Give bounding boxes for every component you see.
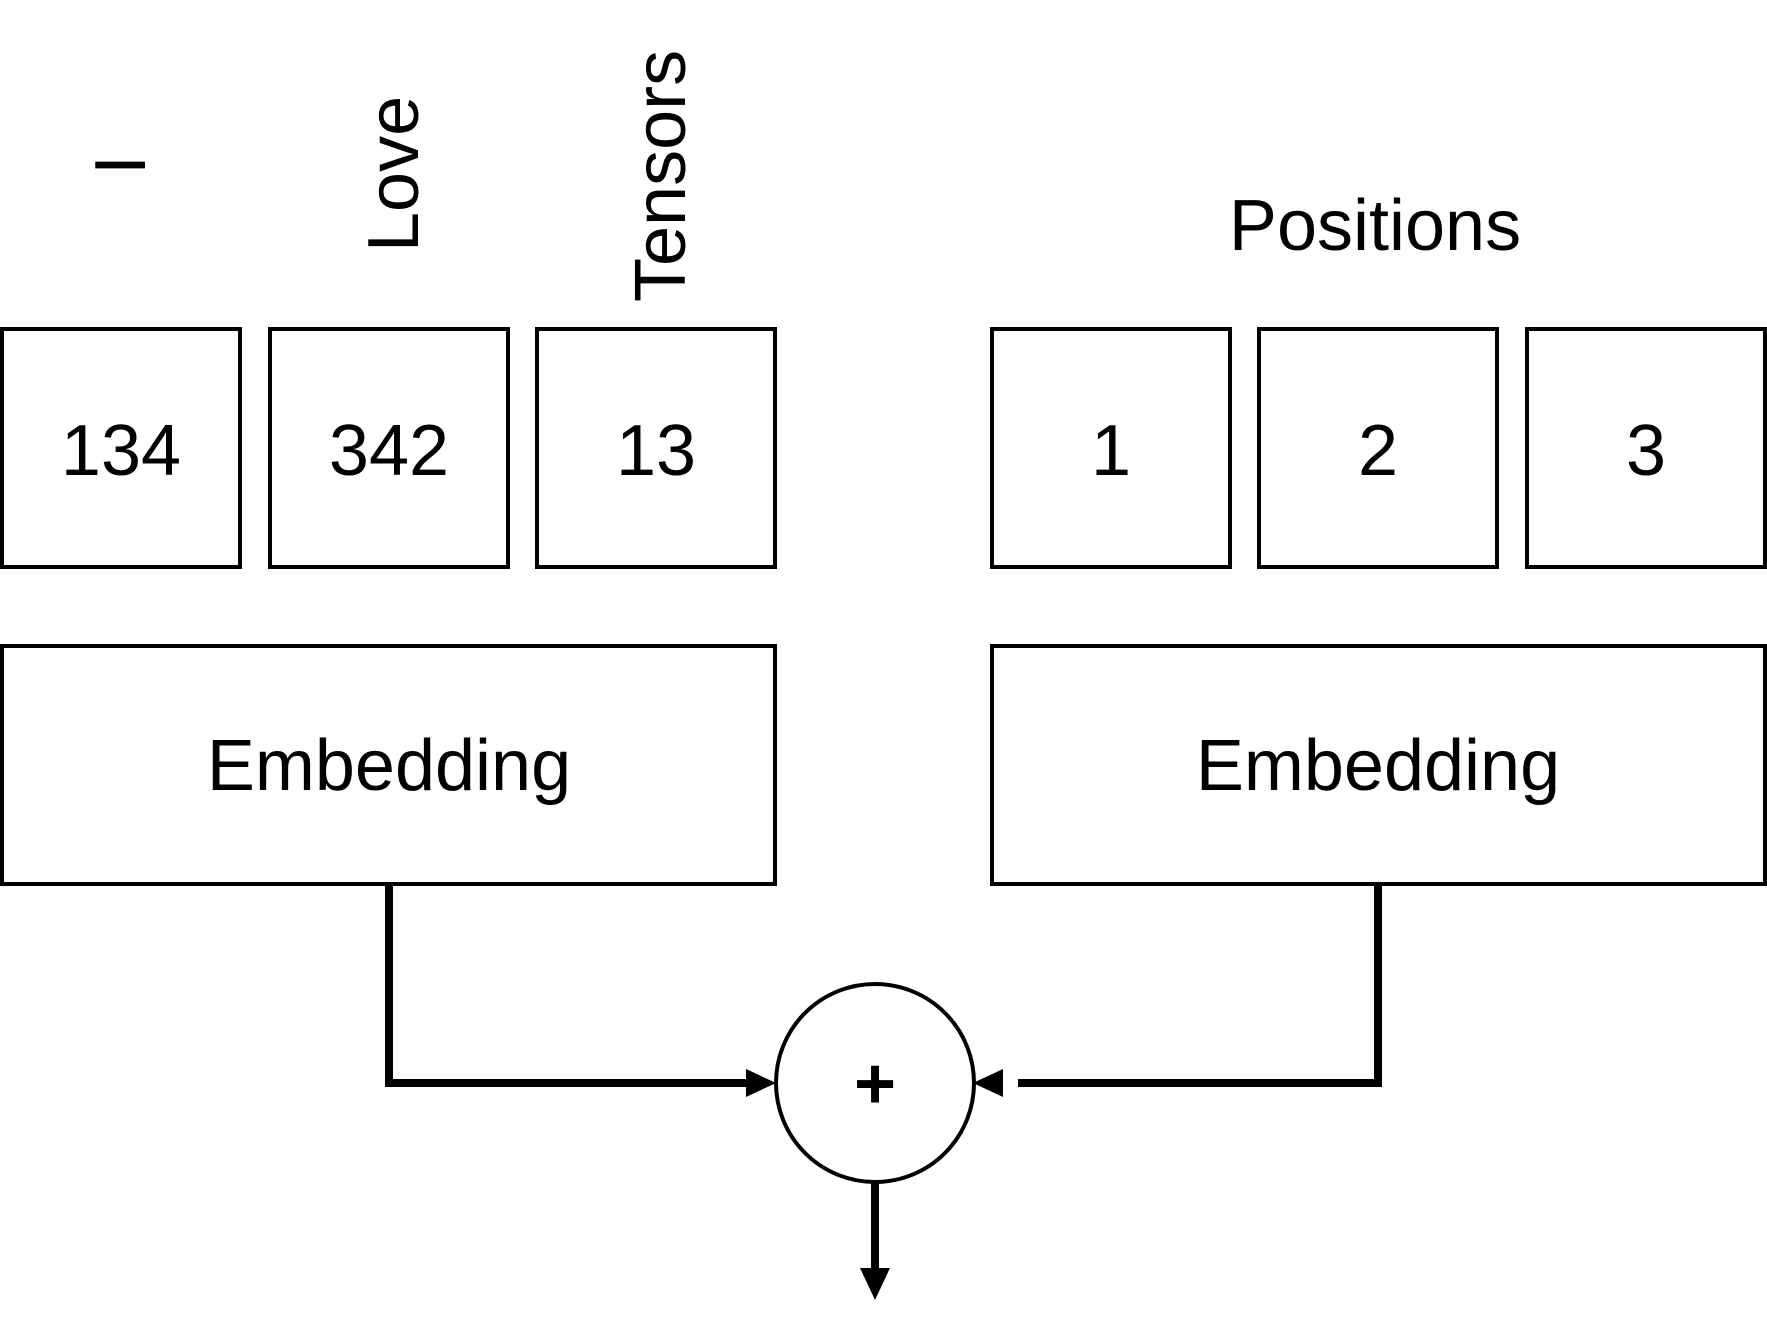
token-word-2: Love (354, 96, 434, 252)
sum-node: + (774, 982, 976, 1184)
right-connector-arrow (973, 884, 1382, 1097)
position-box-2: 2 (1257, 327, 1499, 569)
token-id-3: 13 (616, 411, 696, 491)
token-id-2: 342 (329, 411, 449, 491)
left-connector-arrow (385, 884, 776, 1097)
position-embedding-block: Embedding (990, 644, 1767, 886)
position-box-1: 1 (990, 327, 1232, 569)
token-word-1: I (81, 155, 161, 175)
token-embedding-block: Embedding (0, 644, 777, 886)
position-box-3: 3 (1525, 327, 1767, 569)
plus-symbol: + (854, 1044, 896, 1124)
position-embedding-label: Embedding (1196, 726, 1560, 806)
token-id-box-1: 134 (0, 327, 242, 569)
output-arrow (860, 1182, 890, 1300)
token-embedding-label: Embedding (207, 726, 571, 806)
position-value-2: 2 (1358, 411, 1398, 491)
position-value-3: 3 (1626, 411, 1666, 491)
positions-title: Positions (1229, 186, 1521, 266)
position-value-1: 1 (1091, 411, 1131, 491)
token-id-1: 134 (61, 411, 181, 491)
token-id-box-2: 342 (268, 327, 510, 569)
token-id-box-3: 13 (535, 327, 777, 569)
token-word-3: Tensors (621, 50, 701, 302)
